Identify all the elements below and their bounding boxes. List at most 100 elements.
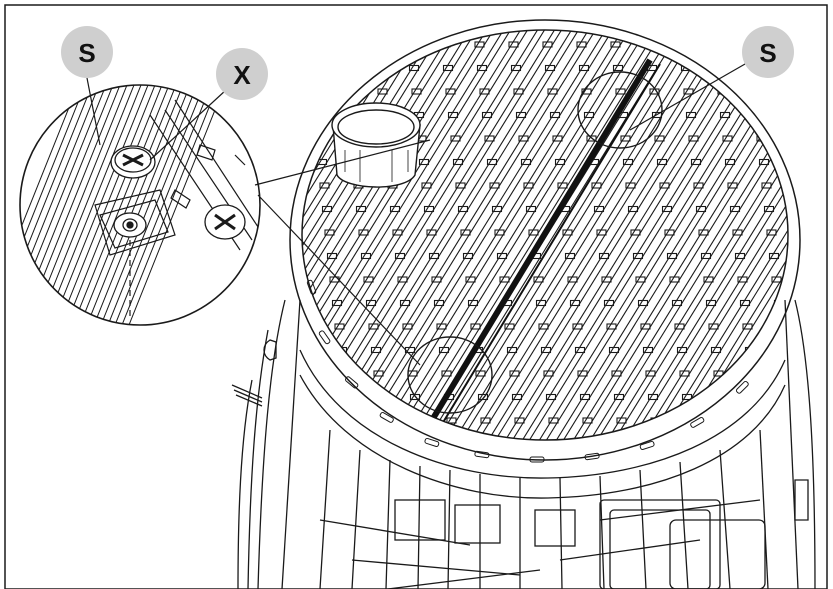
- grill-tick: [768, 252, 780, 260]
- grill-tick: [3, 395, 12, 400]
- grill-tick: [506, 346, 518, 354]
- grill-tick: [613, 393, 625, 401]
- grill-tick: [644, 41, 655, 48]
- grill-tick: [698, 229, 709, 236]
- grill-tick: [319, 182, 330, 189]
- grill-tick: [457, 205, 469, 213]
- grill-tick: [610, 41, 621, 48]
- grill-tick: [460, 229, 471, 236]
- screw-x: [110, 145, 156, 179]
- grill-tick: [799, 207, 808, 212]
- flue-pipe: [331, 102, 421, 188]
- grill-tick: [681, 393, 693, 401]
- grill-tick: [671, 299, 683, 307]
- grill-tick: [236, 348, 245, 353]
- grill-tick: [705, 299, 717, 307]
- grill-tick: [173, 395, 182, 400]
- grill-tick: [578, 64, 590, 72]
- grill-tick: [632, 252, 644, 260]
- grill-tick: [269, 19, 278, 24]
- grill-tick: [713, 370, 724, 377]
- grill-tick: [751, 88, 762, 95]
- grill-tick: [815, 42, 824, 47]
- grill-tick: [368, 323, 379, 330]
- grill-tick: [525, 205, 537, 213]
- grill-tick: [727, 182, 738, 189]
- grill-tick: [270, 348, 279, 353]
- grill-tick: [583, 111, 595, 119]
- grill-bar-line: [367, 30, 659, 440]
- grill-tick: [450, 135, 461, 142]
- frame-border: [4, 4, 828, 589]
- grill-tick: [732, 229, 743, 236]
- grill-tick: [214, 465, 223, 470]
- grill-tick: [428, 252, 440, 260]
- grill-tick: [279, 113, 288, 118]
- grill-tick: [377, 88, 388, 95]
- grill-tick: [134, 348, 143, 353]
- grill-tick: [606, 323, 617, 330]
- grill-tick: [260, 254, 269, 259]
- grill-tick: [679, 370, 690, 377]
- grill-tick: [42, 442, 51, 447]
- grill-tick: [389, 205, 401, 213]
- grill-tick: [331, 299, 343, 307]
- grill-tick: [737, 276, 748, 283]
- grill-tick: [598, 252, 610, 260]
- callout-label-s-main: S: [759, 38, 776, 68]
- grill-tick: [504, 323, 515, 330]
- stove-body: [231, 299, 816, 589]
- grill-tick: [172, 66, 181, 71]
- grill-tick: [247, 136, 256, 141]
- grill-tick: [577, 370, 588, 377]
- grill-tick: [141, 418, 150, 423]
- grill-tick: [392, 229, 403, 236]
- detail-hatch-line: [49, 85, 151, 325]
- grill-bar-line: [340, 30, 632, 440]
- grill-tick: [591, 182, 602, 189]
- grill-bar-line: [629, 30, 788, 440]
- grill-tick: [201, 19, 210, 24]
- grill-tick: [32, 348, 41, 353]
- grill-tick: [622, 158, 634, 166]
- grill-bar-line: [612, 30, 788, 440]
- grill-tick: [484, 442, 493, 447]
- grill-tick: [586, 442, 595, 447]
- grill-tick: [489, 182, 500, 189]
- grill-tick: [766, 229, 777, 236]
- grill-tick: [511, 393, 523, 401]
- grill-tick: [170, 371, 179, 376]
- grill-tick: [405, 19, 414, 24]
- grill-tick: [690, 158, 702, 166]
- grill-tick: [321, 205, 333, 213]
- grill-tick: [68, 371, 77, 376]
- detail-hatch-line: [77, 85, 179, 325]
- grill-tick: [801, 230, 810, 235]
- grill-tick: [794, 160, 803, 165]
- grill-tick: [27, 301, 36, 306]
- grill-tick: [708, 323, 719, 330]
- grill-tick: [446, 417, 457, 424]
- grill-tick: [63, 324, 72, 329]
- grill-bar-line: [302, 30, 530, 440]
- grill-tick: [615, 88, 626, 95]
- detail-hatch-line: [20, 85, 102, 325]
- grill-tick: [480, 417, 491, 424]
- grill-tick: [439, 19, 448, 24]
- grill-tick: [326, 252, 338, 260]
- grill-tick: [603, 299, 615, 307]
- grill-tick: [813, 19, 822, 24]
- grill-tick: [593, 205, 605, 213]
- grill-tick: [620, 135, 631, 142]
- grill-tick: [484, 135, 495, 142]
- grill-tick: [44, 465, 53, 470]
- grill-tick: [685, 111, 697, 119]
- grill-tick: [557, 182, 568, 189]
- grill-tick: [309, 88, 320, 95]
- grill-tick: [547, 88, 558, 95]
- grill-tick: [10, 465, 19, 470]
- grill-tick: [423, 205, 435, 213]
- grill-tick: [277, 418, 286, 423]
- grill-bar-line: [588, 30, 788, 440]
